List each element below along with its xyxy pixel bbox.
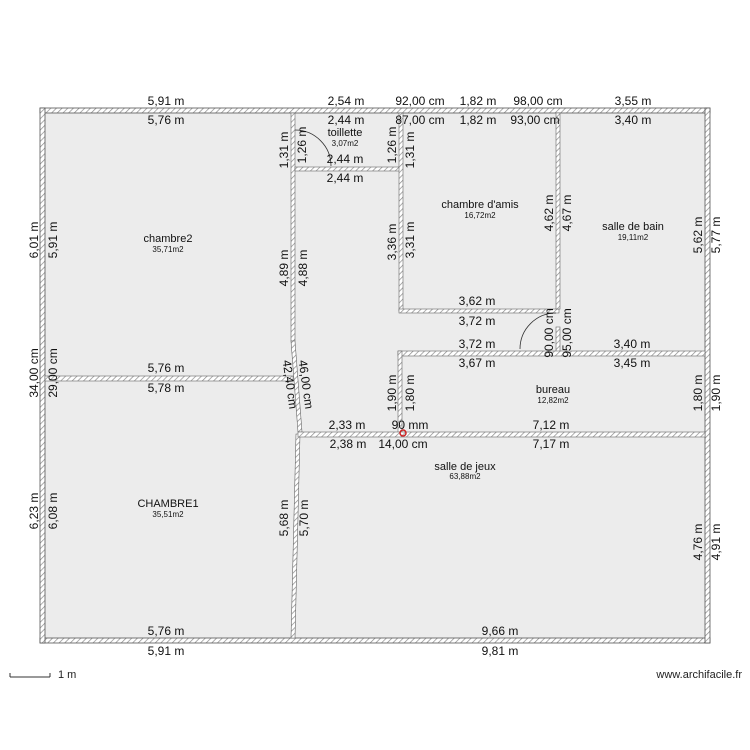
dim-mid-h: 3,40 m — [614, 337, 651, 351]
dim-mid-v: 4,89 m — [277, 250, 291, 287]
dim-left-v: 6,01 m — [27, 222, 41, 259]
room-name-bain: salle de bain — [602, 221, 664, 233]
dim-bottom: 5,91 m — [148, 644, 185, 658]
dim-left-v: 6,08 m — [46, 493, 60, 530]
dim-bain-v: 5,62 m — [691, 217, 705, 254]
room-name-amis: chambre d'amis — [441, 199, 519, 211]
dim-bottom-inner: 5,76 m — [148, 624, 185, 638]
dim-top-inner: 93,00 cm — [510, 113, 559, 127]
room-name-chambre2: chambre2 — [144, 233, 193, 245]
dim-door-v: 95,00 cm — [560, 308, 574, 357]
room-name-toilette: toillette — [328, 127, 363, 139]
dim-top: 1,82 m — [460, 94, 497, 108]
dim-jeux-v: 4,91 m — [709, 524, 723, 561]
wall-chambre2-chambre1 — [44, 375, 294, 382]
dim-top-inner: 3,40 m — [615, 113, 652, 127]
room-name-chambre1: CHAMBRE1 — [137, 498, 198, 510]
dim-toilet-v: 1,26 m — [295, 127, 309, 164]
dim-diag: 42,40 cm — [280, 359, 301, 410]
outer-wall-top — [39, 107, 711, 114]
dim-jeux-h: 7,12 m — [533, 418, 570, 432]
wall-amis-bain — [555, 112, 561, 310]
toilet-door[interactable] — [294, 129, 332, 167]
room-area-toilette: 3,07m2 — [332, 139, 359, 148]
dim-jeux-h: 14,00 cm — [378, 437, 427, 451]
wall-amis-bottom — [398, 308, 560, 314]
dim-mid-h: 3,45 m — [614, 356, 651, 370]
dim-amis-v: 3,36 m — [385, 224, 399, 261]
dim-bottom-inner: 9,66 m — [482, 624, 519, 638]
dim-left-v: 5,91 m — [46, 222, 60, 259]
dim-top-inner: 2,44 m — [328, 113, 365, 127]
dim-top-inner: 1,82 m — [460, 113, 497, 127]
dim-ch1-v: 5,70 m — [297, 500, 311, 537]
dim-top: 2,54 m — [328, 94, 365, 108]
dim-bureau-v: 1,90 m — [385, 375, 399, 412]
room-area-bureau: 12,82m2 — [537, 396, 569, 405]
room-name-jeux: salle de jeux — [434, 461, 496, 473]
room-area-bain: 19,11m2 — [618, 233, 649, 242]
dim-mid-h: 3,67 m — [459, 356, 496, 370]
dim-ch2-h: 5,76 m — [148, 361, 185, 375]
outer-wall-bottom — [39, 637, 711, 644]
dim-left-v: 29,00 cm — [46, 348, 60, 397]
dim-mid-v: 4,88 m — [296, 250, 310, 287]
watermark: www.archifacile.fr — [655, 669, 742, 681]
dim-toilet-v: 1,31 m — [277, 132, 291, 169]
dim-door-v: 90,00 cm — [542, 308, 556, 357]
bureau-door[interactable] — [519, 312, 557, 350]
dim-amis-h: 3,62 m — [459, 294, 496, 308]
room-area-jeux: 63,88m2 — [449, 472, 481, 481]
scale-label: 1 m — [58, 669, 76, 681]
outer-wall-left — [39, 107, 46, 644]
dim-jeux-h: 2,33 m — [329, 418, 366, 432]
dim-left-v: 34,00 cm — [27, 348, 41, 397]
dim-ch1-v: 5,68 m — [277, 500, 291, 537]
dim-toilet-h: 2,44 m — [327, 171, 364, 185]
dim-jeux-v: 4,76 m — [691, 524, 705, 561]
dim-bottom: 9,81 m — [482, 644, 519, 658]
dim-toilet-v: 1,26 m — [385, 127, 399, 164]
dim-top: 5,91 m — [148, 94, 185, 108]
floor-area — [40, 108, 710, 643]
dim-top: 92,00 cm — [395, 94, 444, 108]
room-area-chambre1: 35,51m2 — [152, 510, 184, 519]
dim-bureau-v: 1,80 m — [691, 375, 705, 412]
dim-amis-h: 3,72 m — [459, 314, 496, 328]
dim-bain-v: 5,77 m — [709, 217, 723, 254]
dim-amis-v: 3,31 m — [403, 222, 417, 259]
marker-dot — [399, 429, 407, 437]
dim-jeux-h: 2,38 m — [330, 437, 367, 451]
dim-amis-v: 4,62 m — [542, 195, 556, 232]
dim-diag: 46,00 cm — [296, 359, 317, 410]
dim-amis-v: 4,67 m — [560, 195, 574, 232]
dim-top: 3,55 m — [615, 94, 652, 108]
scale-bar — [9, 673, 51, 678]
dim-jeux-h: 90 mm — [392, 418, 429, 432]
dim-jeux-h: 7,17 m — [533, 437, 570, 451]
outer-wall-right — [704, 107, 711, 644]
room-name-bureau: bureau — [536, 384, 570, 396]
room-area-amis: 16,72m2 — [464, 211, 496, 220]
dim-top-inner: 87,00 cm — [395, 113, 444, 127]
dim-toilet-v: 1,31 m — [403, 132, 417, 169]
wall-jeux-top — [297, 431, 706, 438]
dim-ch2-h: 5,78 m — [148, 381, 185, 395]
dim-amis-h: 3,72 m — [459, 337, 496, 351]
dim-bureau-v: 1,90 m — [709, 375, 723, 412]
dim-bureau-v: 1,80 m — [403, 375, 417, 412]
dim-toilet-h: 2,44 m — [327, 152, 364, 166]
dim-top-inner: 5,76 m — [148, 113, 185, 127]
dim-left-v: 6,23 m — [27, 493, 41, 530]
room-area-chambre2: 35,71m2 — [152, 245, 184, 254]
dim-top: 98,00 cm — [513, 94, 562, 108]
